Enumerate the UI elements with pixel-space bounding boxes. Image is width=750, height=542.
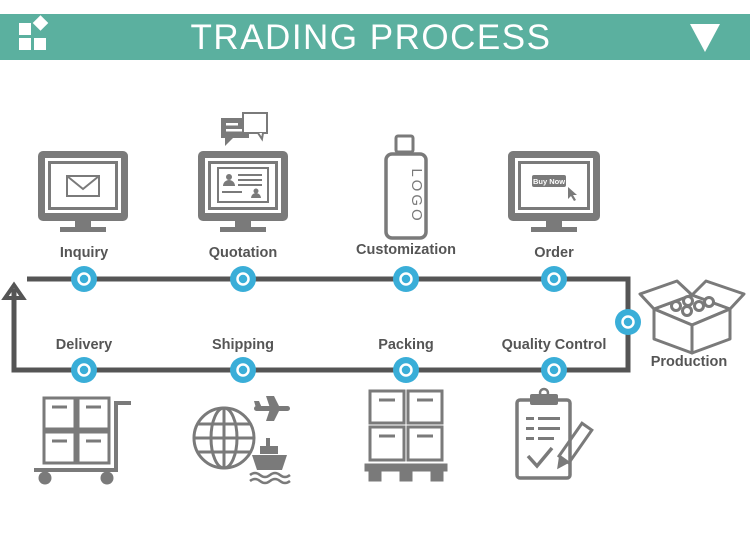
step-label-shipping: Shipping xyxy=(211,337,274,353)
flow-nodes xyxy=(71,266,641,383)
header: TRADING PROCESS xyxy=(0,14,750,60)
step-label-packing: Packing xyxy=(378,337,434,353)
bottle-logo-text: LOGO xyxy=(408,168,425,223)
monitor-envelope-icon xyxy=(38,151,128,232)
step-label-production: Production xyxy=(650,354,728,370)
node-production xyxy=(615,309,641,335)
node-order xyxy=(541,266,567,292)
step-label-order: Order xyxy=(534,245,574,261)
node-quality-control xyxy=(541,357,567,383)
triangle-down-icon xyxy=(690,24,720,52)
node-customization xyxy=(393,266,419,292)
page-title: TRADING PROCESS xyxy=(190,18,552,57)
pallet-boxes-icon xyxy=(364,389,448,482)
flow-arrowhead-icon xyxy=(1,281,27,300)
bottle-logo-icon: LOGO xyxy=(384,134,428,240)
hand-truck-icon xyxy=(34,396,131,485)
step-label-quality-control: Quality Control xyxy=(501,337,607,353)
step-label-customization: Customization xyxy=(356,242,456,258)
clipboard-checklist-icon xyxy=(515,387,594,480)
open-box-icon xyxy=(638,279,746,355)
node-shipping xyxy=(230,357,256,383)
header-bar xyxy=(0,14,750,60)
node-packing xyxy=(393,357,419,383)
step-label-quotation: Quotation xyxy=(208,245,278,261)
monitor-buy-now-icon: Buy Now xyxy=(508,151,600,232)
node-inquiry xyxy=(71,266,97,292)
step-label-inquiry: Inquiry xyxy=(59,245,109,261)
step-label-delivery: Delivery xyxy=(55,337,113,353)
flow-line xyxy=(11,276,631,373)
monitor-quotation-icon xyxy=(198,112,288,232)
buy-now-text: Buy Now xyxy=(533,177,565,186)
node-delivery xyxy=(71,357,97,383)
node-quotation xyxy=(230,266,256,292)
globe-plane-ship-icon xyxy=(192,396,291,485)
